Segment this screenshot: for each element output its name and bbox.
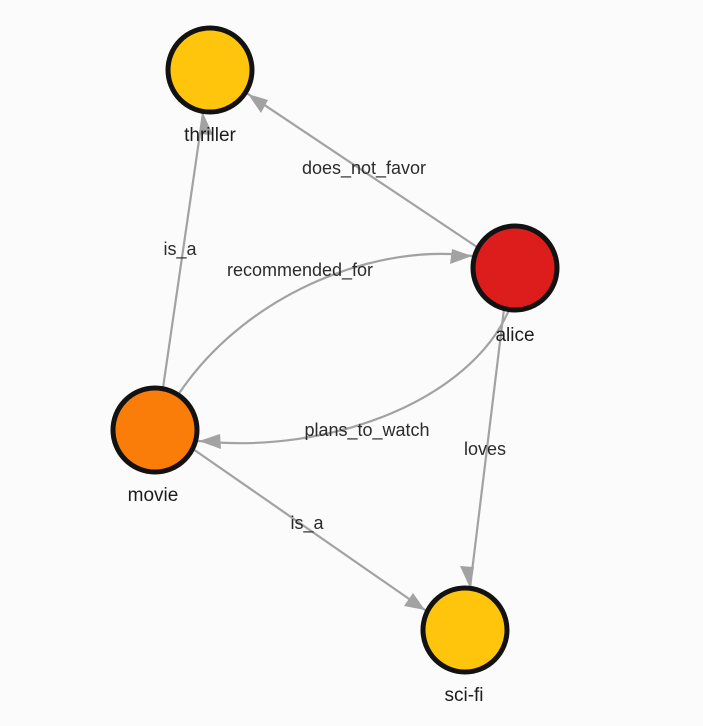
node-label-thriller: thriller <box>184 125 236 146</box>
edge-label-alice-movie: plans_to_watch <box>304 420 429 441</box>
nodes-layer <box>110 25 560 675</box>
node-label-sci-fi: sci-fi <box>444 685 483 706</box>
arrowhead-icon-alice-thriller <box>248 94 268 113</box>
edge-label-alice-thriller: does_not_favor <box>302 158 426 179</box>
graph-node-sci-fi[interactable] <box>420 585 510 675</box>
graph-edge-movie-thriller[interactable] <box>161 111 205 390</box>
graph-edge-movie-alice[interactable] <box>178 252 474 394</box>
graph-edge-alice-movie[interactable] <box>197 308 511 445</box>
arrowhead-icon-movie-thriller <box>199 113 213 135</box>
graph-edge-alice-thriller[interactable] <box>246 92 479 249</box>
arrowhead-icon-movie-scifi <box>404 593 425 610</box>
graph-node-movie[interactable] <box>110 385 200 475</box>
graph-edge-movie-scifi[interactable] <box>191 447 427 612</box>
graph-edge-alice-scifi[interactable] <box>468 307 506 590</box>
node-label-movie: movie <box>128 485 179 506</box>
edge-label-movie-scifi: is_a <box>290 513 324 534</box>
edge-label-movie-alice: recommended_for <box>227 260 373 281</box>
edge-label-movie-thriller: is_a <box>163 239 197 260</box>
edges-layer <box>161 92 511 612</box>
edge-labels-layer: does_not_favor is_a recommended_for plans_t… <box>163 158 506 534</box>
arrowhead-icon-movie-alice <box>450 249 472 264</box>
edge-label-alice-scifi: loves <box>464 439 506 459</box>
arrowhead-icon-alice-movie <box>199 434 221 449</box>
node-labels-layer: thriller alice movie sci-fi <box>128 125 535 706</box>
node-label-alice: alice <box>495 325 534 346</box>
graph-node-alice[interactable] <box>470 223 560 313</box>
arrowhead-icon-alice-scifi <box>460 566 474 588</box>
graph-node-thriller[interactable] <box>165 25 255 115</box>
